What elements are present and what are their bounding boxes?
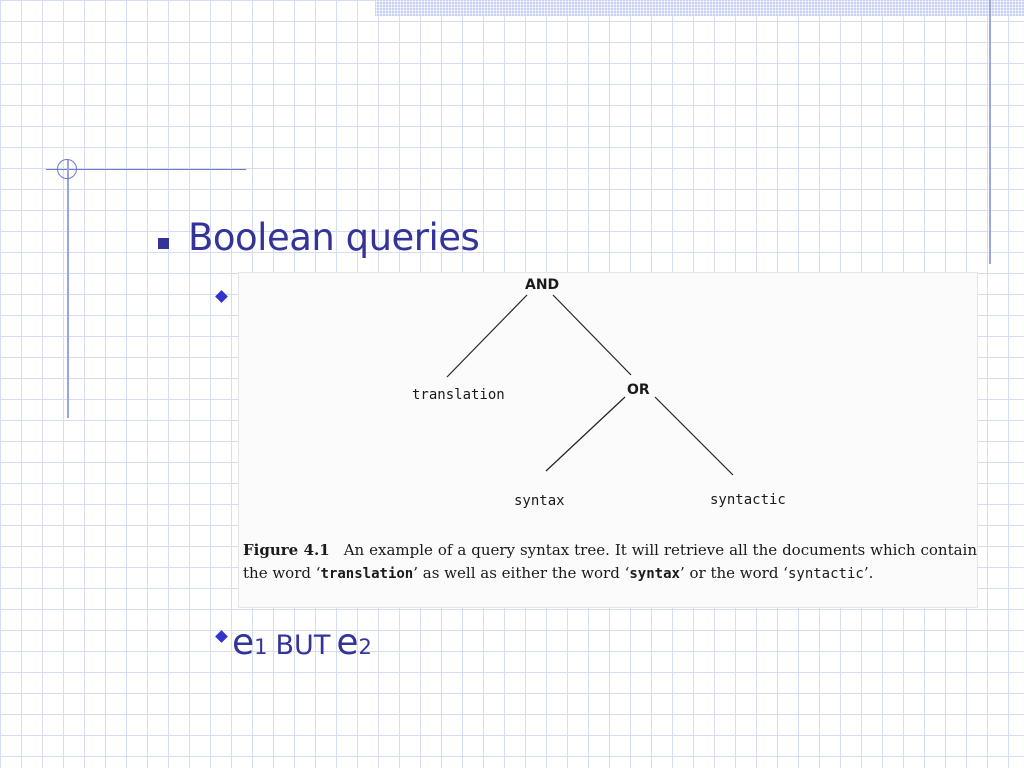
expr-left-sub: 1 xyxy=(254,635,268,659)
decor-vertical-line-left xyxy=(67,160,69,418)
expr-right-var: e xyxy=(336,622,359,663)
edge-or-syntax xyxy=(545,396,626,472)
caption-word-syntactic: syntactic xyxy=(787,566,864,582)
bullet-diamond-icon xyxy=(215,290,228,303)
node-syntax: syntax xyxy=(514,493,565,509)
caption-word-translation: translation xyxy=(320,566,414,582)
decor-circle xyxy=(57,159,77,179)
node-translation: translation xyxy=(412,387,505,403)
caption-text-1: An example of a query syntax tree. It wi… xyxy=(243,541,978,582)
decor-vertical-line-right xyxy=(989,0,991,264)
edge-or-syntactic xyxy=(654,396,734,476)
figure-image: AND translation OR syntax syntactic Figu… xyxy=(238,272,978,608)
caption-text-2: ’ as well as either the word ‘ xyxy=(413,564,630,582)
edge-and-translation xyxy=(446,294,528,378)
node-syntactic: syntactic xyxy=(710,492,786,508)
figure-label: Figure 4.1 xyxy=(243,541,330,559)
caption-word-syntax: syntax xyxy=(629,566,680,582)
expr-left-var: e xyxy=(232,622,255,663)
node-and: AND xyxy=(525,277,559,293)
bullet-square-icon xyxy=(158,238,169,249)
edge-and-or xyxy=(552,294,632,376)
expr-right-sub: 2 xyxy=(358,635,372,659)
slide-heading: Boolean queries xyxy=(188,216,480,259)
node-or: OR xyxy=(627,382,650,398)
bullet-diamond-icon xyxy=(215,630,228,643)
caption-text-4: ’. xyxy=(863,564,874,582)
top-decor-bar xyxy=(375,0,1024,16)
query-syntax-tree: AND translation OR syntax syntactic xyxy=(412,277,786,509)
decor-horizontal-line xyxy=(46,169,246,170)
caption-text-3: ’ or the word ‘ xyxy=(679,564,788,582)
expr-operator: BUT xyxy=(275,630,331,661)
